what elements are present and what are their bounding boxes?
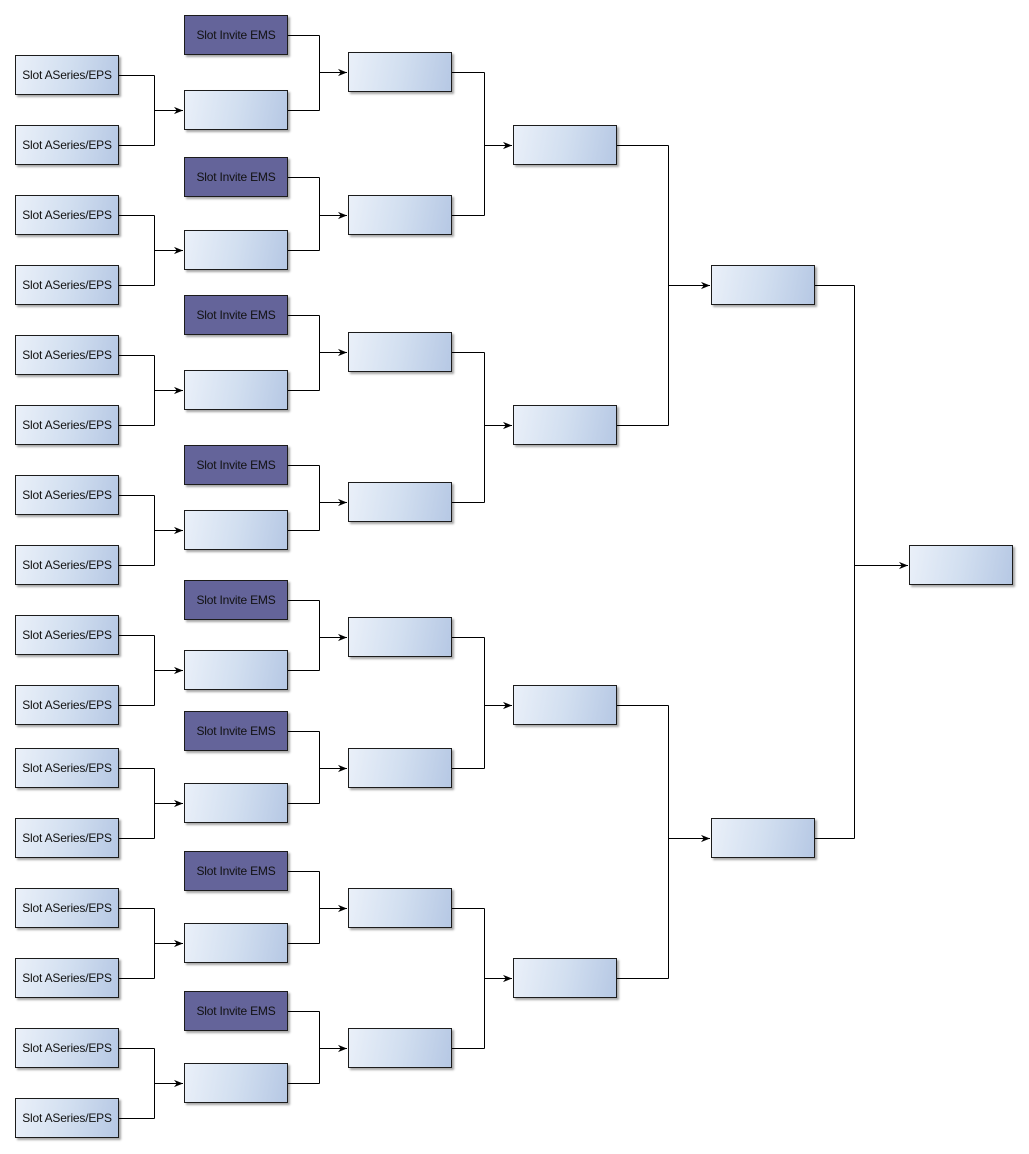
slot-label: Slot Invite EMS bbox=[196, 308, 276, 322]
slot-label: Slot Invite EMS bbox=[196, 28, 276, 42]
round1-slot: Slot ASeries/EPS bbox=[15, 818, 119, 858]
slot-label: Slot ASeries/EPS bbox=[22, 901, 112, 915]
invite-slot: Slot Invite EMS bbox=[184, 991, 288, 1031]
round1-slot: Slot ASeries/EPS bbox=[15, 195, 119, 235]
round1-slot: Slot ASeries/EPS bbox=[15, 265, 119, 305]
round3-slot bbox=[348, 617, 452, 657]
quarterfinal-slot bbox=[513, 125, 617, 165]
round1-slot: Slot ASeries/EPS bbox=[15, 55, 119, 95]
invite-slot: Slot Invite EMS bbox=[184, 295, 288, 335]
slot-label: Slot ASeries/EPS bbox=[22, 348, 112, 362]
slot-label: Slot ASeries/EPS bbox=[22, 278, 112, 292]
slot-label: Slot Invite EMS bbox=[196, 458, 276, 472]
round1-slot: Slot ASeries/EPS bbox=[15, 405, 119, 445]
slot-label: Slot ASeries/EPS bbox=[22, 1111, 112, 1125]
round1-slot: Slot ASeries/EPS bbox=[15, 748, 119, 788]
quarterfinal-slot bbox=[513, 958, 617, 998]
slot-label: Slot ASeries/EPS bbox=[22, 418, 112, 432]
slot-label: Slot Invite EMS bbox=[196, 593, 276, 607]
slot-label: Slot Invite EMS bbox=[196, 724, 276, 738]
round2-slot bbox=[184, 510, 288, 550]
slot-label: Slot ASeries/EPS bbox=[22, 698, 112, 712]
slot-label: Slot ASeries/EPS bbox=[22, 488, 112, 502]
round3-slot bbox=[348, 195, 452, 235]
invite-slot: Slot Invite EMS bbox=[184, 445, 288, 485]
round2-slot bbox=[184, 650, 288, 690]
slot-label: Slot ASeries/EPS bbox=[22, 628, 112, 642]
semifinal-slot bbox=[711, 265, 815, 305]
quarterfinal-slot bbox=[513, 685, 617, 725]
slot-label: Slot ASeries/EPS bbox=[22, 138, 112, 152]
round1-slot: Slot ASeries/EPS bbox=[15, 958, 119, 998]
quarterfinal-slot bbox=[513, 405, 617, 445]
round2-slot bbox=[184, 230, 288, 270]
round1-slot: Slot ASeries/EPS bbox=[15, 1098, 119, 1138]
slot-label: Slot ASeries/EPS bbox=[22, 208, 112, 222]
round3-slot bbox=[348, 1028, 452, 1068]
round2-slot bbox=[184, 370, 288, 410]
slot-label: Slot ASeries/EPS bbox=[22, 971, 112, 985]
invite-slot: Slot Invite EMS bbox=[184, 711, 288, 751]
slot-label: Slot Invite EMS bbox=[196, 864, 276, 878]
invite-slot: Slot Invite EMS bbox=[184, 851, 288, 891]
slot-label: Slot Invite EMS bbox=[196, 1004, 276, 1018]
round2-slot bbox=[184, 783, 288, 823]
slot-label: Slot Invite EMS bbox=[196, 170, 276, 184]
slot-label: Slot ASeries/EPS bbox=[22, 761, 112, 775]
round1-slot: Slot ASeries/EPS bbox=[15, 125, 119, 165]
invite-slot: Slot Invite EMS bbox=[184, 157, 288, 197]
slot-label: Slot ASeries/EPS bbox=[22, 68, 112, 82]
round1-slot: Slot ASeries/EPS bbox=[15, 615, 119, 655]
round1-slot: Slot ASeries/EPS bbox=[15, 475, 119, 515]
round3-slot bbox=[348, 482, 452, 522]
round2-slot bbox=[184, 923, 288, 963]
round3-slot bbox=[348, 332, 452, 372]
round1-slot: Slot ASeries/EPS bbox=[15, 685, 119, 725]
invite-slot: Slot Invite EMS bbox=[184, 580, 288, 620]
slot-label: Slot ASeries/EPS bbox=[22, 1041, 112, 1055]
final-slot bbox=[909, 545, 1013, 585]
round1-slot: Slot ASeries/EPS bbox=[15, 545, 119, 585]
round1-slot: Slot ASeries/EPS bbox=[15, 888, 119, 928]
invite-slot: Slot Invite EMS bbox=[184, 15, 288, 55]
round3-slot bbox=[348, 888, 452, 928]
round2-slot bbox=[184, 1063, 288, 1103]
slot-label: Slot ASeries/EPS bbox=[22, 831, 112, 845]
round2-slot bbox=[184, 90, 288, 130]
round3-slot bbox=[348, 52, 452, 92]
semifinal-slot bbox=[711, 818, 815, 858]
round1-slot: Slot ASeries/EPS bbox=[15, 335, 119, 375]
slot-label: Slot ASeries/EPS bbox=[22, 558, 112, 572]
round3-slot bbox=[348, 748, 452, 788]
round1-slot: Slot ASeries/EPS bbox=[15, 1028, 119, 1068]
